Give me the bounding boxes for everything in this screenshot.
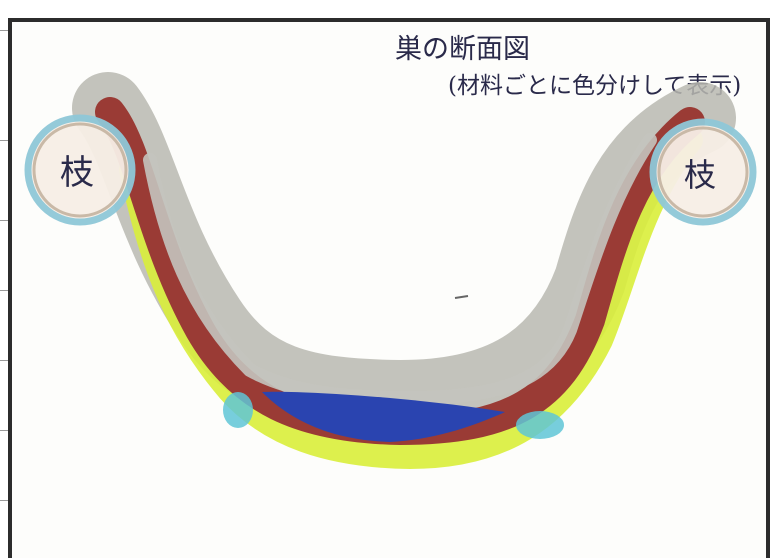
left-branch-label: 枝 [60, 153, 94, 193]
diagram-title: 巣の断面図 [395, 34, 530, 65]
cyan-patch-right [516, 411, 564, 439]
right-branch-label: 枝 [684, 156, 716, 194]
left-branch: 枝 [28, 118, 132, 222]
right-branch: 枝 [653, 122, 753, 222]
pencil-mark [455, 296, 468, 298]
cyan-patch-left [223, 392, 253, 428]
